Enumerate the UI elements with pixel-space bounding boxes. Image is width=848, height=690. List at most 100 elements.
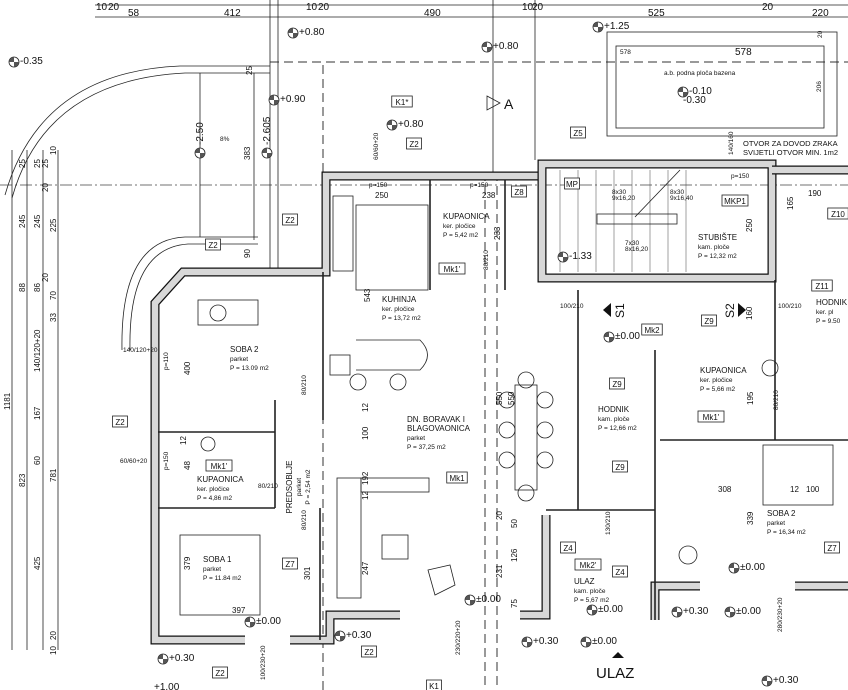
element-tag-label: MKP1 — [724, 197, 746, 206]
element-tag: Z11 — [811, 279, 833, 292]
elevation-marker: +0.30 — [761, 675, 799, 687]
dim: 58 — [128, 8, 140, 19]
svg-text:P = 11.84 m2: P = 11.84 m2 — [203, 575, 242, 582]
element-tag-label: Z7 — [827, 544, 837, 553]
dim: 10 — [96, 2, 108, 13]
element-tag: Mk1' — [438, 262, 466, 275]
dim: 397 — [232, 606, 246, 615]
pool — [606, 31, 838, 137]
dim: 490 — [424, 8, 441, 19]
dim: 60 — [33, 456, 42, 465]
dim: 100 — [361, 426, 370, 440]
dim: p=150 — [470, 182, 489, 189]
dim: 220 — [812, 8, 829, 19]
dim: 50 — [510, 519, 519, 528]
elevation-value: -0.10 — [689, 86, 712, 97]
elevation-marker: ±0.00 — [244, 616, 281, 628]
dim: 543 — [363, 288, 372, 302]
elevation-marker: +0.80 — [386, 119, 424, 131]
dim: 308 — [718, 485, 732, 494]
element-tag: Z2 — [112, 415, 128, 428]
terrace-curve — [4, 65, 270, 351]
dim: 20 — [495, 511, 504, 520]
element-tag: Mk1 — [446, 471, 468, 484]
dim: 33 — [49, 313, 58, 322]
bed — [179, 534, 261, 616]
svg-text:BLAGOVAONICA: BLAGOVAONICA — [407, 424, 471, 433]
element-tag: Z2 — [406, 137, 422, 150]
element-tag: Z7 — [282, 557, 298, 570]
elevation-marker: +0.30 — [334, 630, 372, 642]
inner-dimensions: 383 90 25 8% 543 250 238 233 80/210 60/6… — [120, 66, 822, 680]
dim: 10 — [306, 2, 318, 13]
element-tag-label: Mk1' — [703, 413, 720, 422]
dim: 25 — [33, 159, 42, 168]
dim: 578 — [735, 47, 752, 58]
element-tag: Z2 — [212, 666, 228, 679]
stair-note: 9x16,20 — [612, 195, 636, 202]
element-tag: Z4 — [560, 541, 576, 554]
dim: 20 — [762, 2, 774, 13]
svg-text:P = 13,72 m2: P = 13,72 m2 — [382, 315, 421, 322]
dim: 20 — [49, 631, 58, 640]
svg-text:P = 2,54 m2: P = 2,54 m2 — [305, 469, 312, 504]
element-tag-label: Mk2 — [644, 326, 660, 335]
dim: 48 — [183, 461, 192, 470]
interior-walls — [158, 180, 848, 640]
dim: 12 — [361, 403, 370, 412]
elevation-value: -1.33 — [569, 251, 592, 262]
svg-text:ker. pločice: ker. pločice — [197, 486, 230, 493]
dim: 80/210 — [258, 483, 278, 490]
dim: 80/210 — [773, 390, 780, 410]
svg-text:STUBIŠTE: STUBIŠTE — [698, 233, 737, 242]
dim: 10 — [49, 646, 58, 655]
dim: 100 — [806, 485, 820, 494]
elevation-marker: ±0.00 — [464, 594, 501, 606]
dim: 231 — [495, 564, 504, 578]
dim: 280/230+20 — [777, 597, 784, 632]
svg-text:KUPAONICA: KUPAONICA — [700, 366, 747, 375]
dim: 10 — [49, 146, 58, 155]
element-tag: K1 — [426, 679, 442, 690]
dim: 140/120+20 — [33, 329, 42, 372]
dim: 247 — [361, 561, 370, 575]
elevation-marker: -2.605 — [261, 116, 273, 159]
elevation-marker: +0.80 — [287, 27, 325, 39]
svg-text:ker. pločice: ker. pločice — [443, 223, 476, 230]
elevation-marker: ±0.00 — [603, 331, 640, 343]
dim: 165 — [786, 196, 795, 210]
dim: 60/60+20 — [373, 132, 380, 160]
dim: 25 — [41, 159, 50, 168]
element-tag-label: Z2 — [208, 241, 218, 250]
stair-note: 8x30 — [612, 189, 626, 196]
dim: 383 — [243, 146, 252, 160]
dim: 190 — [808, 189, 822, 198]
elevation-value: ±0.00 — [592, 636, 617, 647]
entrance-label: ULAZ — [596, 665, 634, 682]
sofa — [336, 477, 362, 599]
elevation-marker: -0.30 — [683, 95, 706, 106]
dim: 12 — [179, 436, 188, 445]
element-tag-label: Z11 — [815, 282, 829, 291]
dim: 160 — [745, 306, 754, 320]
svg-text:P = 5,67 m2: P = 5,67 m2 — [574, 597, 609, 604]
dim: 379 — [183, 556, 192, 570]
elevation-value: ±0.00 — [740, 562, 765, 573]
element-tag: Z4 — [612, 565, 628, 578]
dim: 250 — [745, 218, 754, 232]
svg-text:KUPAONICA: KUPAONICA — [443, 212, 490, 221]
dim: 238 — [482, 191, 496, 200]
section-mark-s2: S2 — [723, 303, 737, 318]
dim: 525 — [648, 8, 665, 19]
dim: 140/120+20 — [123, 347, 158, 354]
dim: 20 — [318, 2, 330, 13]
dim: p=150 — [369, 182, 388, 189]
svg-text:P = 5,42 m2: P = 5,42 m2 — [443, 232, 478, 239]
element-tag: Mk2 — [641, 323, 663, 336]
svg-text:SOBA 2: SOBA 2 — [767, 509, 796, 518]
svg-text:P = 12,66 m2: P = 12,66 m2 — [598, 425, 637, 432]
elevation-value: +1.25 — [604, 21, 630, 32]
dim: 126 — [510, 548, 519, 562]
